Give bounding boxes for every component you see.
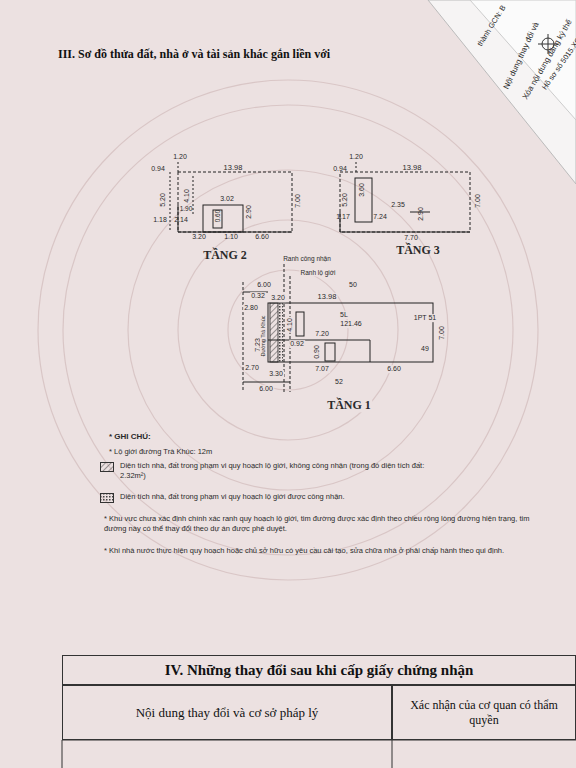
- dimension-label: Ranh lộ giới: [300, 269, 337, 276]
- dimension-label: 1.90: [180, 205, 193, 212]
- dimension-label: 7.70: [404, 234, 418, 242]
- dimension-label: 52: [334, 378, 344, 386]
- dimension-label: Ranh công nhận: [282, 255, 332, 262]
- dimension-label: 2.70: [244, 364, 260, 372]
- dimension-label: 3.60: [358, 183, 366, 197]
- dimension-label: 1.20: [173, 153, 187, 161]
- dimension-label: 3.30: [268, 370, 284, 378]
- dimension-label: 7.00: [438, 325, 446, 341]
- floor-title: TẦNG 2: [203, 249, 247, 262]
- note-text: * Khi nhà nước thực hiện quy hoạch hoặc …: [104, 546, 534, 556]
- note-text: * GHI CHÚ:: [109, 432, 409, 442]
- dimension-label: 13.98: [403, 164, 422, 172]
- dimension-label: 1.17: [336, 213, 350, 221]
- cell-text: IV. Những thay đổi sau khi cấp giấy chứn…: [159, 660, 480, 681]
- dimension-label: 1.18: [153, 216, 167, 224]
- dimension-label: 49: [420, 345, 430, 353]
- dimension-label: 7.24: [373, 213, 387, 221]
- legend-swatch: [100, 493, 114, 503]
- dimension-label: 13.98: [224, 164, 243, 172]
- dimension-label: 4.10: [286, 317, 294, 333]
- dimension-label: 2.14: [174, 216, 188, 224]
- dimension-label: 5.20: [159, 193, 167, 207]
- dimension-label: 4.10: [183, 189, 191, 203]
- dimension-label: 6.00: [258, 385, 274, 393]
- dimension-label: 6.60: [386, 365, 402, 373]
- legend-text: Diện tích nhà, đất trong phạm vi quy hoạ…: [120, 461, 440, 481]
- table-cell: IV. Những thay đổi sau khi cấp giấy chứn…: [62, 655, 576, 685]
- note-text: * Khu vực chưa xác định chính xác ranh q…: [104, 514, 534, 534]
- dimension-label: 7.00: [474, 194, 482, 208]
- dimension-label: 7.07: [314, 365, 330, 373]
- dimension-label: 0.94: [151, 165, 165, 173]
- dimension-label: 0.60: [214, 210, 221, 223]
- dimension-label: 1.10: [224, 233, 238, 241]
- dimension-label: 1.20: [349, 153, 363, 161]
- dimension-label: 2.80: [243, 304, 259, 312]
- dimension-label: 0.92: [289, 340, 305, 348]
- legend-swatch: [100, 462, 114, 472]
- section-title: III. Sơ đồ thửa đất, nhà ở và tài sản kh…: [58, 48, 330, 61]
- dimension-label: 2.90: [245, 205, 253, 219]
- dimension-label: 3.02: [220, 195, 234, 203]
- note-text: * Lộ giới đường Trà Khúc: 12m: [109, 447, 409, 457]
- dimension-label: 0.90: [313, 344, 321, 360]
- dimension-label: 13.98: [317, 293, 338, 301]
- dimension-label: Đường Trà Khúc: [260, 315, 266, 358]
- dimension-label: 7.00: [294, 194, 302, 208]
- dimension-label: 50: [348, 281, 358, 289]
- floor-title: TẦNG 3: [396, 244, 440, 257]
- dimension-label: 1PT 51: [413, 314, 437, 322]
- dimension-label: 3.20: [270, 294, 286, 302]
- dimension-label: 5L: [339, 311, 349, 319]
- dimension-label: 2.90: [417, 207, 425, 221]
- table-cell: Nội dung thay đổi và cơ sở pháp lý: [62, 685, 392, 740]
- dimension-label: 2.35: [391, 201, 405, 209]
- dimension-label: 5.20: [341, 193, 349, 207]
- dimension-label: 3.20: [192, 233, 206, 241]
- floor-title: TẦNG 1: [326, 399, 372, 412]
- dimension-label: 0.94: [333, 165, 347, 173]
- dimension-label: 6.60: [255, 233, 269, 241]
- table-cell: Xác nhận của cơ quan có thẩm quyền: [392, 685, 576, 740]
- dimension-label: 121.46: [339, 320, 362, 328]
- legend-text: Diện tích nhà, đất trong phạm vi quy hoạ…: [120, 492, 440, 502]
- dimension-label: 0.32: [250, 292, 266, 300]
- cell-text: Xác nhận của cơ quan có thẩm quyền: [393, 696, 575, 730]
- cell-text: Nội dung thay đổi và cơ sở pháp lý: [130, 703, 325, 723]
- dimension-label: 7.20: [314, 330, 330, 338]
- dimension-label: 6.00: [256, 281, 272, 289]
